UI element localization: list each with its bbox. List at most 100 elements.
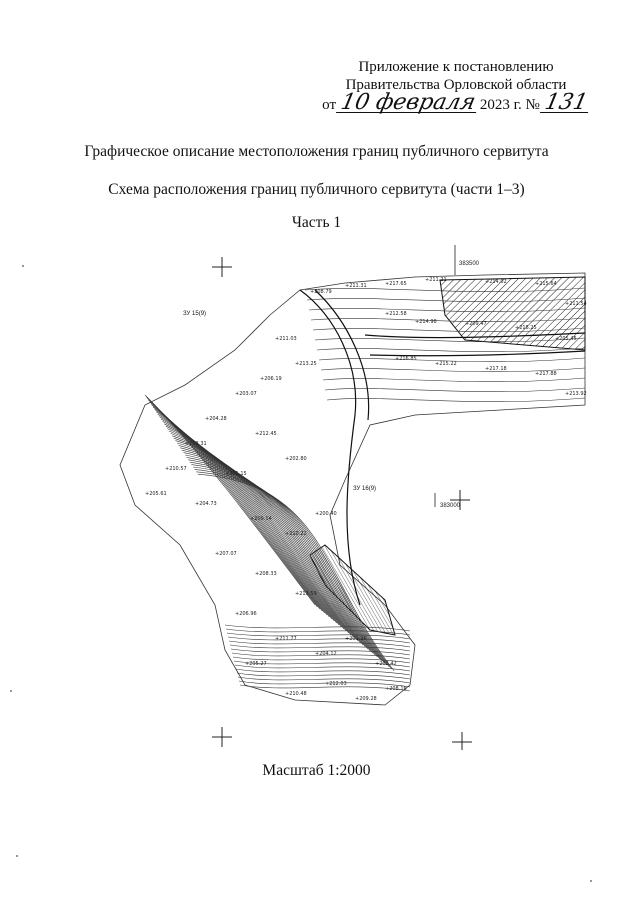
scan-speck (16, 855, 18, 857)
contour-line (235, 668, 411, 676)
contour-line (189, 461, 383, 662)
elevation-label: +212.03 (325, 681, 347, 687)
contour-line (172, 435, 357, 640)
elevation-labels: +208.79+211.31+217.65+211.21+214.02+215.… (145, 277, 587, 702)
contour-line (180, 447, 369, 650)
scan-speck (22, 265, 24, 267)
elevation-label: +215.22 (435, 361, 457, 367)
elevation-label: +204.28 (205, 416, 227, 422)
contour-line (227, 636, 411, 644)
elevation-label: +211.03 (275, 336, 297, 342)
elevation-label: +209.14 (250, 516, 272, 522)
contour-line (162, 421, 342, 628)
elevation-label: +210.57 (165, 466, 187, 472)
elevation-label: +211.54 (565, 301, 587, 307)
contour-line (225, 628, 411, 636)
year-text: 2023 г. № (479, 97, 540, 113)
grid-tick-lines (434, 245, 456, 507)
contour-line (184, 454, 376, 656)
elevation-label: +206.19 (260, 376, 282, 382)
road-lines (299, 289, 586, 606)
elevation-label: +208.31 (185, 441, 207, 447)
elevation-label: +204.73 (195, 501, 217, 507)
contour-line (234, 664, 411, 672)
contour-line (226, 632, 411, 640)
contour-line (167, 428, 349, 634)
map-scale: Масштаб 1:2000 (262, 762, 371, 779)
servitude-map: 383500 383000 +208.79+211.31+217.65+211.… (119, 245, 587, 750)
elevation-label: +215.64 (535, 281, 557, 287)
elevation-label: +208.16 (385, 686, 407, 692)
contour-line (233, 660, 411, 668)
contour-line (181, 449, 371, 652)
contour-line (304, 287, 586, 293)
contour-line (183, 452, 373, 654)
elevation-label: +210.22 (285, 531, 307, 537)
elevation-label: +207.07 (215, 551, 237, 557)
contour-line (308, 307, 586, 313)
contour-line (318, 357, 586, 363)
contour-line (178, 445, 366, 648)
contour-line (326, 397, 586, 403)
contour-line (236, 672, 411, 680)
elevation-label: +214.02 (485, 279, 507, 285)
contour-line (230, 648, 411, 656)
grid-crosshair-marks (212, 257, 472, 750)
contour-line (173, 437, 359, 642)
elevation-label: +213.59 (295, 591, 317, 597)
contour-line (197, 473, 395, 672)
contour-line (175, 440, 361, 644)
appendix-line-2: Правительства Орловской области (345, 77, 567, 93)
elevation-label: +209.47 (465, 321, 487, 327)
contour-line (188, 459, 381, 660)
contour-line (170, 433, 354, 638)
scan-speck (590, 880, 592, 882)
elevation-label: +213.25 (295, 361, 317, 367)
scan-speck (10, 690, 12, 692)
elevation-label: +203.07 (235, 391, 257, 397)
contour-line (196, 471, 393, 670)
elevation-label: +200.40 (315, 511, 337, 517)
elevation-label: +208.33 (255, 571, 277, 577)
elevation-label: +202.80 (285, 456, 307, 462)
elevation-label: +217.18 (485, 366, 507, 372)
document-title: Графическое описание местоположения гран… (84, 143, 549, 160)
contour-lines (144, 287, 586, 692)
contour-line (239, 684, 411, 692)
part-label: Часть 1 (291, 214, 342, 231)
contour-line (316, 347, 586, 353)
elevation-label: +210.48 (285, 691, 307, 697)
appendix-block: Приложение к постановлению Правительства… (322, 58, 592, 115)
contour-line (168, 430, 352, 636)
elevation-label: +203.42 (375, 661, 397, 667)
elevation-label: +213.92 (565, 391, 587, 397)
elevation-label: +206.96 (235, 611, 257, 617)
elevation-label: +212.45 (255, 431, 277, 437)
contour-line (312, 327, 586, 333)
grid-label-top: 383500 (459, 261, 480, 267)
elevation-label: +217.88 (535, 371, 557, 377)
zone-label-2: ЗУ 16(9) (353, 486, 376, 492)
appendix-date-line: от 10 февраля 2023 г. № 131 (322, 90, 592, 115)
elevation-label: +212.58 (385, 311, 407, 317)
elevation-label: +214.98 (415, 319, 437, 325)
elevation-label: +211.77 (275, 636, 297, 642)
contour-line (194, 469, 390, 668)
contour-line (314, 337, 586, 343)
contour-line (306, 297, 586, 303)
elevation-label: +205.45 (555, 336, 577, 342)
contour-line (186, 457, 378, 658)
elevation-label: +209.28 (355, 696, 377, 702)
elevation-label: +217.65 (385, 281, 407, 287)
elevation-label: +216.85 (395, 356, 417, 362)
contour-line (165, 425, 347, 632)
contour-line (231, 652, 411, 660)
handwritten-date: 10 февраля (335, 90, 480, 115)
contour-line (160, 418, 340, 626)
contour-line (322, 377, 586, 383)
handwritten-number: 131 (539, 90, 592, 115)
contour-line (237, 676, 411, 684)
contour-line (192, 466, 388, 666)
date-prefix: от (322, 97, 337, 113)
contour-line (164, 423, 345, 630)
